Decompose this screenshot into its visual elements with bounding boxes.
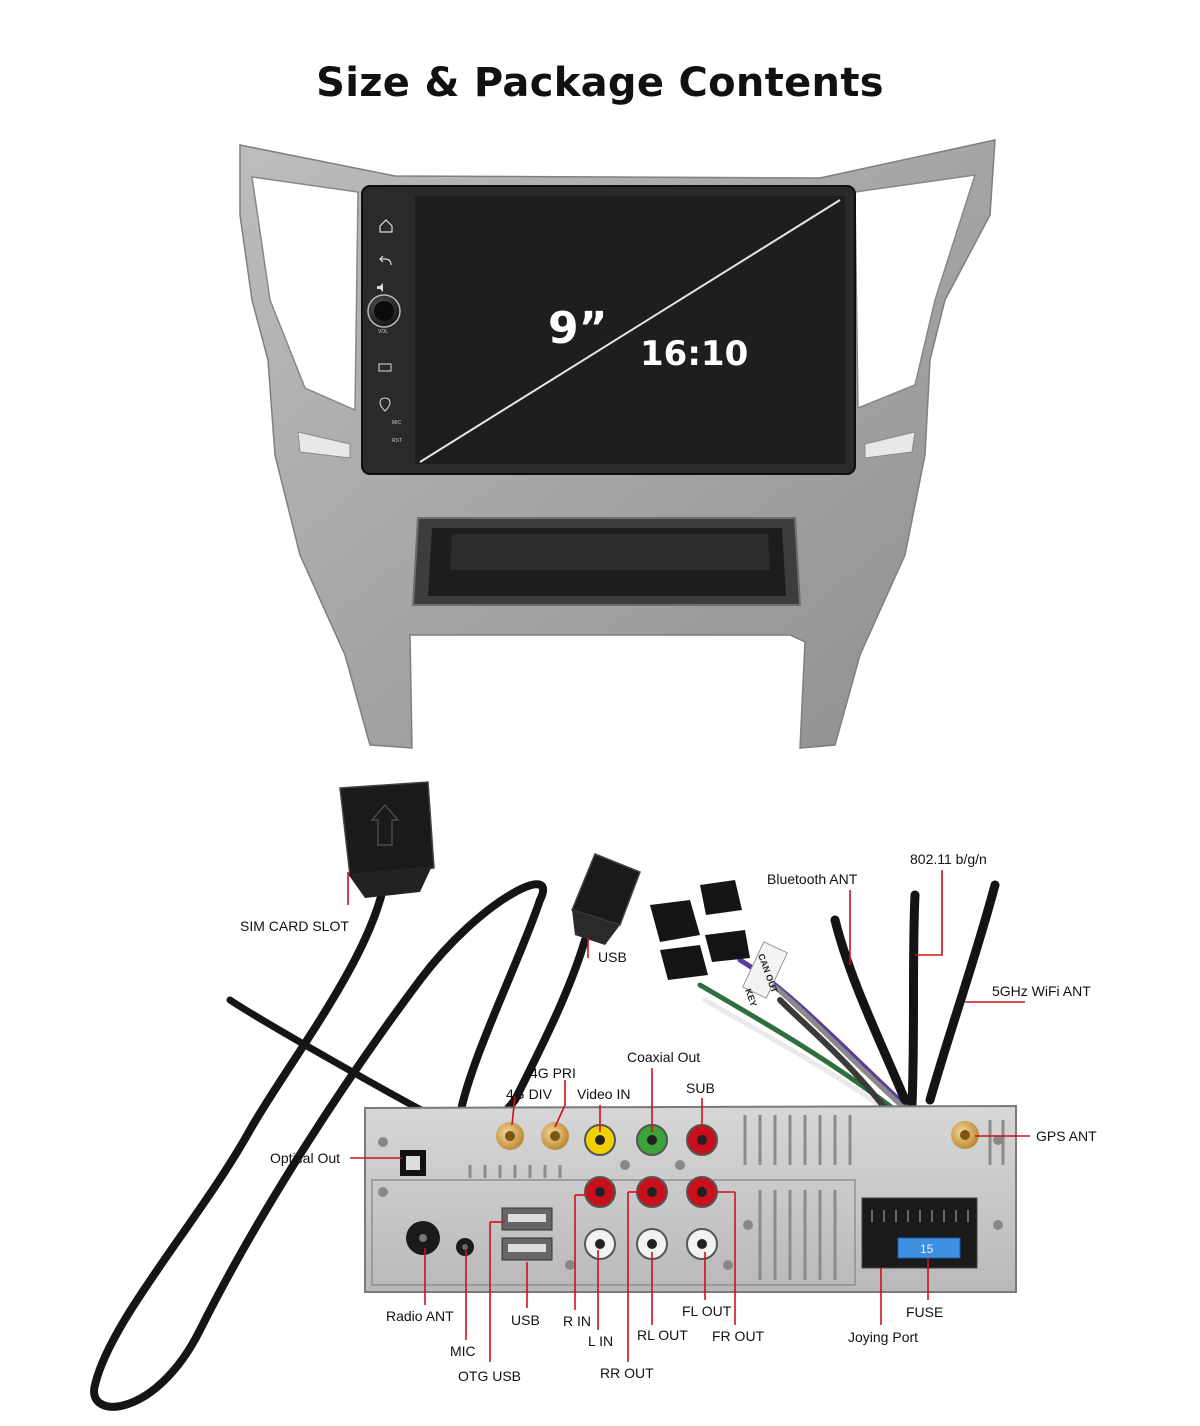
home-icon[interactable] [379,219,393,233]
usb-bottom-label: USB [511,1312,540,1328]
wifi-5ghz-label: 5GHz WiFi ANT [992,983,1091,999]
fl-out-label: FL OUT [682,1303,732,1319]
rca-fr-out [686,1176,718,1208]
callout-labels: SIM CARD SLOT USB Bluetooth ANT 802.11 b… [240,851,1097,1384]
fr-out-label: FR OUT [712,1328,765,1344]
4g-div-label: 4G DIV [506,1086,553,1102]
knob-label: VOL [378,329,388,335]
screen-size-text: 9” [548,303,608,354]
reset-hole-label: RST [392,438,402,444]
sma-gps [951,1121,979,1149]
l-in-label: L IN [588,1333,613,1349]
4g-pri-label: 4G PRI [530,1065,576,1081]
rr-out-label: RR OUT [600,1365,654,1381]
usb-ports [501,1207,553,1261]
rca-rr-out [636,1176,668,1208]
mic-jack [456,1238,474,1256]
rca-l-in [584,1228,616,1260]
navigation-pin-icon[interactable] [379,397,391,412]
mic-hole-label: MIC [392,420,402,426]
optical-out-label: Optical Out [270,1150,340,1166]
sim-card-slot-label: SIM CARD SLOT [240,918,349,934]
usb-connector-top [570,853,641,945]
mic-label: MIC [450,1343,476,1359]
harness-plugs [650,880,789,999]
leader-lines [347,870,1030,1362]
wifi-80211-label: 802.11 b/g/n [910,851,987,867]
joying-port-label: Joying Port [848,1329,918,1345]
sim-card-slot-module [339,781,435,898]
rca-rl-out [636,1228,668,1260]
radio-ant-port [406,1221,440,1255]
rca-r-in [584,1176,616,1208]
fuse: 15 [897,1237,961,1259]
bluetooth-ant-label: Bluetooth ANT [767,871,858,887]
usb-top-label: USB [598,949,627,965]
sub-label: SUB [686,1080,715,1096]
rca-fl-out [686,1228,718,1260]
fuse-label: FUSE [906,1304,943,1320]
r-in-label: R IN [563,1313,591,1329]
sma-4g-div [496,1122,524,1150]
mute-icon[interactable] [377,283,383,292]
optical-out-port [400,1150,426,1176]
otg-usb-label: OTG USB [458,1368,521,1384]
volume-knob[interactable]: VOL [367,294,401,335]
antennas [830,880,1000,1110]
page-title: Size & Package Contents [316,60,884,106]
sma-4g-pri [541,1122,569,1150]
rl-out-label: RL OUT [637,1327,688,1343]
gps-ant-label: GPS ANT [1036,1128,1097,1144]
video-in-label: Video IN [577,1086,630,1102]
screen-ratio-text: 16:10 [640,334,748,374]
fuse-rating: 15 [920,1242,934,1256]
back-icon[interactable] [379,255,392,266]
radio-ant-label: Radio ANT [386,1308,454,1324]
battery-icon[interactable] [378,363,392,372]
coaxial-out-label: Coaxial Out [627,1049,700,1065]
head-unit-screen: 9” 16:10 VOL MIC RST [361,185,856,475]
